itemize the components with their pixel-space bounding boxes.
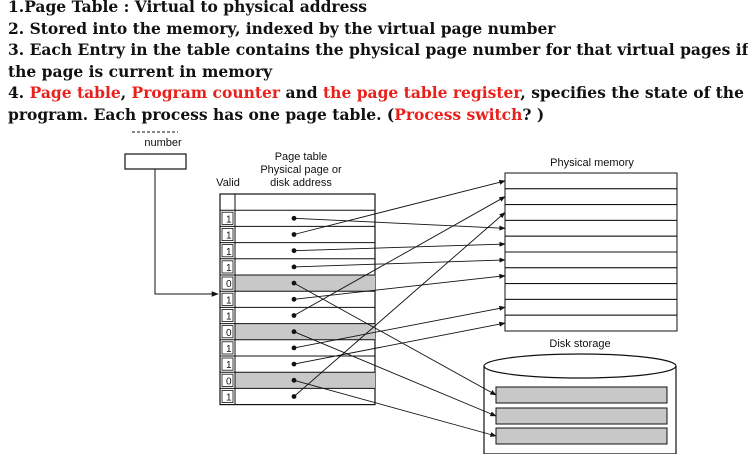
page-table-row-invalid-shade — [235, 275, 375, 292]
heading-line-4: 4. Page table, Program counter and the p… — [8, 82, 744, 104]
mapping-arrow — [293, 217, 506, 231]
valid-bit-box — [221, 292, 234, 306]
virtual-page-number: number — [124, 131, 187, 170]
virtual-page-number-label: number — [144, 137, 182, 149]
valid-label: Valid — [216, 177, 240, 189]
valid-bit-box — [221, 341, 234, 355]
page-table-title: Page table — [275, 151, 328, 163]
valid-bit: 1 — [226, 214, 232, 225]
mapping-arrow — [293, 212, 506, 397]
valid-bit: 1 — [226, 231, 232, 242]
heading-line-3: 3. Each Entry in the table contains the … — [8, 40, 748, 60]
heading-line-5: program. Each process has one page table… — [8, 104, 733, 126]
line-start: program. Each process has one page table… — [8, 104, 395, 124]
title-page-table: Page Table : — [24, 0, 135, 16]
physical-memory-frame — [504, 172, 678, 190]
mapping-arrow — [293, 321, 506, 365]
physical-memory-frame — [504, 235, 678, 253]
valid-bit-box — [221, 389, 234, 403]
physical-memory-frame — [504, 219, 678, 237]
mapping-arrow — [293, 305, 506, 349]
red-term-process-switch: Process switch — [394, 104, 523, 124]
disk-blocks — [495, 386, 668, 445]
page-table-subtitle-2: disk address — [270, 177, 332, 189]
physical-memory-frame — [504, 267, 678, 285]
mapping-arrow — [293, 241, 506, 252]
mapping-arrow — [293, 331, 497, 417]
valid-bit: 0 — [226, 376, 232, 387]
valid-bit: 1 — [226, 312, 232, 323]
title-rest: Virtual to physical address — [134, 0, 367, 16]
valid-bit: 0 — [226, 328, 232, 339]
mapping-arrows — [291, 179, 506, 437]
physical-memory-label: Physical memory — [550, 157, 634, 169]
physical-memory — [504, 172, 678, 332]
valid-bit-box — [221, 211, 234, 225]
mapping-arrow — [293, 282, 497, 396]
physical-memory-frame — [504, 283, 678, 300]
virtual-page-number-box — [124, 153, 187, 170]
physical-memory-frame — [504, 188, 678, 206]
item-number: 1. — [8, 0, 25, 16]
heading-line-2: 2. Stored into the memory, indexed by th… — [8, 18, 556, 38]
disk-block — [495, 407, 668, 425]
mapping-arrow — [293, 257, 506, 268]
valid-bit: 1 — [226, 247, 232, 258]
valid-bit-box — [221, 276, 234, 290]
valid-bit-box — [221, 260, 234, 274]
disk-storage-label: Disk storage — [549, 338, 610, 350]
mapping-arrow — [293, 379, 497, 437]
physical-memory-frame — [504, 314, 678, 332]
disk-block — [495, 427, 668, 445]
valid-bit: 0 — [226, 279, 232, 290]
page-table-row-invalid-shade — [235, 372, 375, 389]
cylinder-top — [483, 353, 677, 379]
line-end: ? ) — [522, 104, 545, 124]
item-number: 4. — [8, 83, 30, 103]
page-table-row-invalid-shade — [235, 323, 375, 340]
valid-bit-box — [221, 357, 234, 371]
physical-memory-frame — [504, 251, 678, 269]
red-term-page-table: Page table — [29, 83, 121, 103]
red-term-page-table-register: the page table register — [323, 83, 521, 103]
valid-bit: 1 — [226, 295, 232, 306]
valid-bit-box — [221, 373, 234, 387]
separator: and — [280, 83, 324, 103]
valid-bit-box — [221, 244, 234, 258]
red-term-program-counter: Program counter — [131, 83, 281, 103]
mapping-arrow — [293, 179, 506, 235]
page-table-subtitle-1: Physical page or — [260, 164, 342, 176]
physical-memory-frame — [504, 204, 678, 221]
entry-dot — [291, 248, 297, 254]
valid-bit: 1 — [226, 344, 232, 355]
heading-line-1: 1.Page Table : Virtual to physical addre… — [8, 0, 733, 18]
separator: , — [120, 83, 132, 103]
valid-bit: 1 — [226, 393, 232, 404]
valid-bit: 1 — [226, 360, 232, 371]
heading-text: 1.Page Table : Virtual to physical addre… — [8, 0, 748, 126]
valid-bit-box — [221, 325, 234, 339]
disk-block — [495, 386, 668, 404]
physical-memory-frame — [504, 298, 678, 316]
heading-line-3b: the page is current in memory — [8, 61, 273, 81]
mapping-arrow — [293, 196, 506, 316]
valid-bit: 1 — [226, 263, 232, 274]
valid-bit-box — [221, 308, 234, 322]
index-arrow — [154, 169, 219, 297]
valid-bit-box — [221, 227, 234, 241]
line-rest: , specifies the state of the — [520, 83, 744, 103]
